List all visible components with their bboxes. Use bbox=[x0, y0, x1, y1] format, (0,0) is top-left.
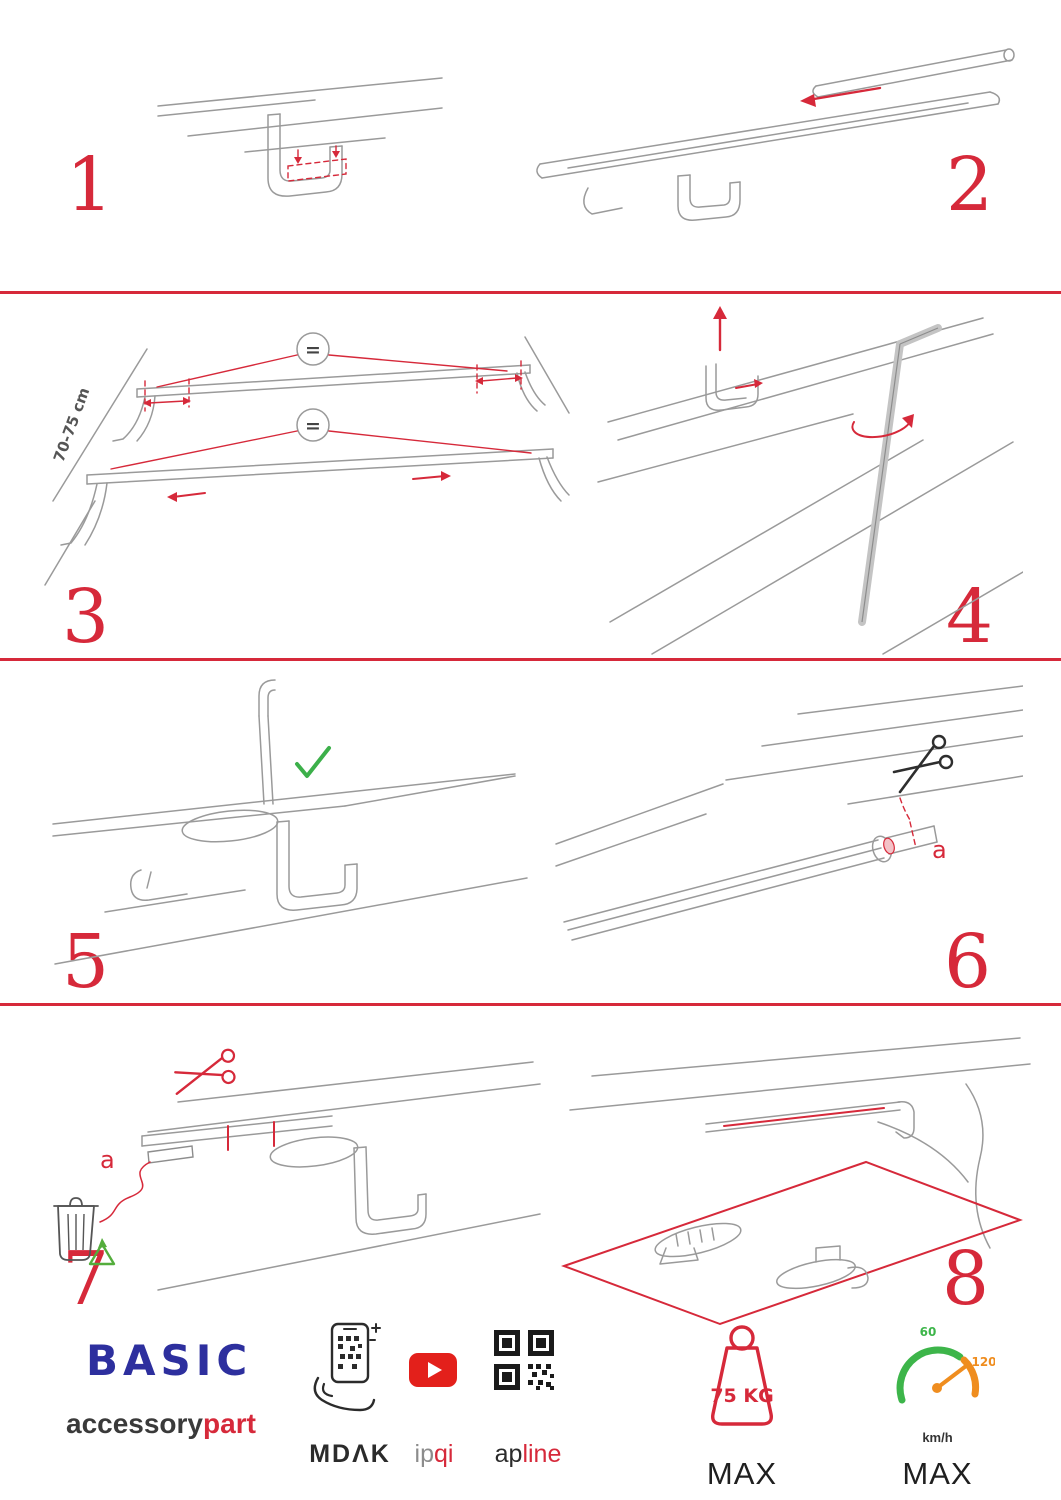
play-icon bbox=[428, 1362, 442, 1378]
app-label: MDΛK bbox=[309, 1440, 391, 1468]
mounting-bracket bbox=[677, 174, 741, 221]
speed-high-label: 120 bbox=[971, 1355, 995, 1369]
mounting-bracket bbox=[705, 363, 759, 411]
weight-icon: 75 KG bbox=[710, 1325, 774, 1426]
end-clamp bbox=[895, 1100, 915, 1139]
fitting-area-outline bbox=[561, 1160, 1023, 1326]
section-divider-1 bbox=[0, 291, 1061, 294]
end-strip bbox=[812, 48, 1015, 98]
dimension-arrows bbox=[143, 360, 523, 502]
step-number-1: 1 bbox=[66, 142, 114, 228]
step-7-illustration: a bbox=[53, 1048, 541, 1291]
weight-value-label: 75 KG bbox=[710, 1385, 773, 1407]
svg-text:=: = bbox=[305, 415, 321, 437]
slide-direction-arrow bbox=[800, 86, 882, 107]
cut-piece bbox=[147, 1145, 194, 1164]
cut-line bbox=[899, 797, 911, 821]
qr-label: apline bbox=[482, 1440, 574, 1469]
step-2-illustration bbox=[536, 48, 1015, 221]
t-bolt-clamp-2 bbox=[776, 1245, 869, 1290]
scissors-icon bbox=[174, 1048, 236, 1095]
trash-bin-icon bbox=[53, 1197, 99, 1261]
bar-distance-label: 70-75 cm bbox=[50, 385, 93, 464]
cut-piece-label: a bbox=[100, 1146, 115, 1174]
brand-subtitle-dark: accessory bbox=[66, 1408, 204, 1439]
speed-unit-label: km/h bbox=[922, 1430, 953, 1445]
step-number-8: 8 bbox=[942, 1236, 990, 1322]
rubber-pad-indicator bbox=[287, 145, 347, 182]
gauge-needle bbox=[935, 1364, 968, 1390]
t-bolt-clamp-1 bbox=[654, 1222, 742, 1265]
step-number-6: 6 bbox=[944, 919, 992, 1005]
rotate-arrow bbox=[851, 414, 914, 439]
speedometer-icon: 60 120 bbox=[896, 1325, 995, 1404]
equal-spacing-indicator-bottom: = bbox=[110, 408, 532, 470]
video-channel-label: ipqi bbox=[395, 1440, 473, 1469]
insert-direction-arrow bbox=[713, 306, 727, 352]
step-number-3: 3 bbox=[62, 574, 110, 660]
cut-piece-label: a bbox=[932, 836, 947, 864]
qr-label-red: line bbox=[522, 1440, 562, 1468]
weight-max-label: MAX bbox=[706, 1456, 778, 1491]
rubber-strip bbox=[883, 821, 938, 855]
discard-thread bbox=[99, 1161, 151, 1223]
allen-key-icon bbox=[858, 324, 942, 626]
front-cross-bar bbox=[112, 364, 546, 442]
check-icon bbox=[295, 746, 331, 778]
brand-subtitle-red: part bbox=[203, 1408, 256, 1439]
section-divider-2 bbox=[0, 658, 1061, 661]
rubber-strip bbox=[141, 1115, 333, 1151]
rear-cross-bar bbox=[60, 448, 570, 546]
youtube-icon bbox=[409, 1353, 457, 1387]
foot-claw bbox=[129, 869, 188, 901]
step-3-illustration: = = 70-75 cm bbox=[44, 332, 570, 586]
locking-pin bbox=[258, 679, 276, 805]
step-8-illustration bbox=[561, 1037, 1031, 1326]
step-5-illustration bbox=[52, 679, 528, 965]
mounting-bracket bbox=[181, 809, 358, 911]
cross-bar bbox=[563, 835, 893, 941]
step-number-2: 2 bbox=[946, 142, 994, 228]
step-4-illustration bbox=[597, 306, 1023, 655]
scissors-icon bbox=[892, 734, 954, 794]
qr-label-dark: ap bbox=[494, 1440, 523, 1468]
speed-max-label: MAX bbox=[902, 1456, 973, 1491]
step-number-7: 7 bbox=[62, 1236, 110, 1322]
step-1-illustration bbox=[157, 77, 443, 197]
brand-logo: BASIC bbox=[86, 1336, 253, 1385]
cross-bar bbox=[536, 91, 1001, 179]
equal-spacing-indicator-top: = bbox=[156, 332, 508, 388]
video-channel-label-gray: ip bbox=[414, 1440, 434, 1468]
phone-qr-scan-icon bbox=[313, 1322, 381, 1412]
mounting-bracket bbox=[269, 1136, 427, 1235]
video-channel-label-red: qi bbox=[434, 1440, 454, 1468]
brand-subtitle: accessorypart bbox=[66, 1408, 256, 1440]
svg-text:=: = bbox=[305, 339, 321, 361]
step-number-4: 4 bbox=[946, 574, 994, 660]
section-divider-3 bbox=[0, 1003, 1061, 1006]
cross-bar-with-strip bbox=[705, 1101, 901, 1133]
push-arrow bbox=[735, 379, 763, 389]
step-6-illustration: a bbox=[555, 685, 1023, 941]
qr-pixels bbox=[338, 1336, 362, 1369]
recycle-icon bbox=[88, 1238, 116, 1266]
qr-code-icon bbox=[494, 1330, 554, 1390]
speed-low-label: 60 bbox=[920, 1325, 937, 1339]
